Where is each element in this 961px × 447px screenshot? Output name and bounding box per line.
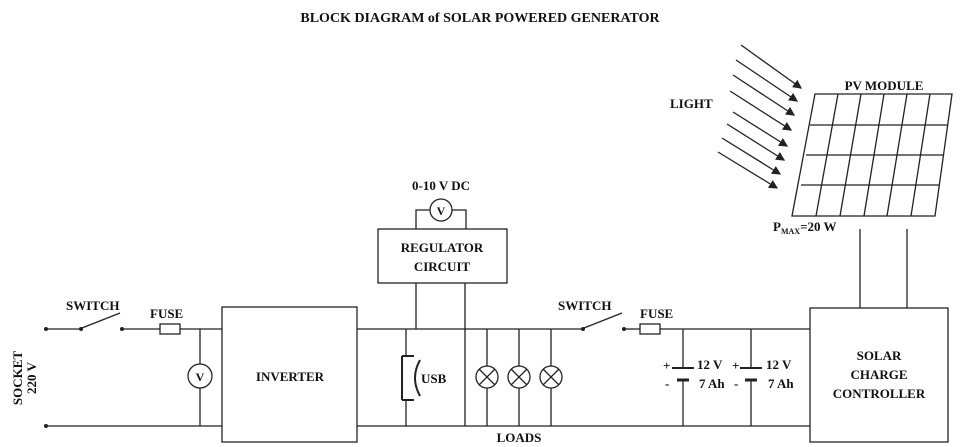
charge-controller-block (809, 307, 949, 443)
controller-label-line2: CHARGE (850, 367, 907, 382)
light-rays (717, 44, 803, 189)
controller-label-line1: SOLAR (857, 348, 902, 363)
regulator-label-line1: REGULATOR (401, 240, 484, 255)
battery-1-plus: + (663, 358, 670, 373)
socket-terminals (44, 327, 48, 428)
right-switch-label: SWITCH (558, 298, 611, 313)
inverter-block (221, 306, 358, 443)
battery-1-symbol (672, 367, 694, 382)
load-lamp-3 (539, 365, 563, 389)
left-fuse-symbol (159, 323, 181, 335)
left-voltmeter-label: V (196, 370, 205, 384)
battery-2-capacity: 7 Ah (768, 376, 794, 391)
regulator-voltmeter-symbol (429, 198, 453, 222)
left-switch (79, 312, 124, 331)
usb-port-symbol (401, 355, 421, 401)
controller-label-line3: CONTROLLER (833, 386, 926, 401)
load-lamp-2 (507, 365, 531, 389)
battery-2-minus: - (734, 376, 738, 391)
pmax-label: PMAX=20 W (773, 219, 837, 236)
right-fuse-symbol (639, 323, 661, 335)
battery-1-voltage: 12 V (697, 357, 723, 372)
diagram-title: BLOCK DIAGRAM of SOLAR POWERED GENERATOR (300, 11, 660, 26)
left-voltmeter-symbol (187, 363, 213, 389)
socket-voltage-label: 220 V (24, 361, 39, 394)
battery-2-voltage: 12 V (766, 357, 792, 372)
regulator-label-line2: CIRCUIT (414, 259, 471, 274)
battery-2-plus: + (732, 358, 739, 373)
socket-label: SOCKET (10, 351, 25, 406)
left-fuse-label: FUSE (150, 306, 183, 321)
right-fuse-label: FUSE (640, 306, 673, 321)
pv-module-label: PV MODULE (845, 78, 924, 93)
pmax-prefix: P (773, 219, 781, 234)
battery-1-capacity: 7 Ah (699, 376, 725, 391)
regulator-voltmeter-label: V (437, 204, 446, 218)
usb-label: USB (421, 371, 447, 386)
inverter-label: INVERTER (256, 369, 325, 384)
regulator-block (377, 228, 508, 284)
light-label: LIGHT (670, 96, 713, 111)
regulator-output-label: 0-10 V DC (412, 178, 470, 193)
battery-2-symbol (740, 367, 762, 382)
pv-module-panel (791, 93, 953, 217)
load-lamp-1 (475, 365, 499, 389)
left-switch-label: SWITCH (66, 298, 119, 313)
pmax-subscript: MAX (781, 227, 800, 236)
right-switch (581, 312, 626, 331)
loads-label: LOADS (497, 430, 542, 445)
main-wiring (46, 209, 908, 427)
pmax-value: =20 W (800, 219, 836, 234)
battery-1-minus: - (665, 376, 669, 391)
